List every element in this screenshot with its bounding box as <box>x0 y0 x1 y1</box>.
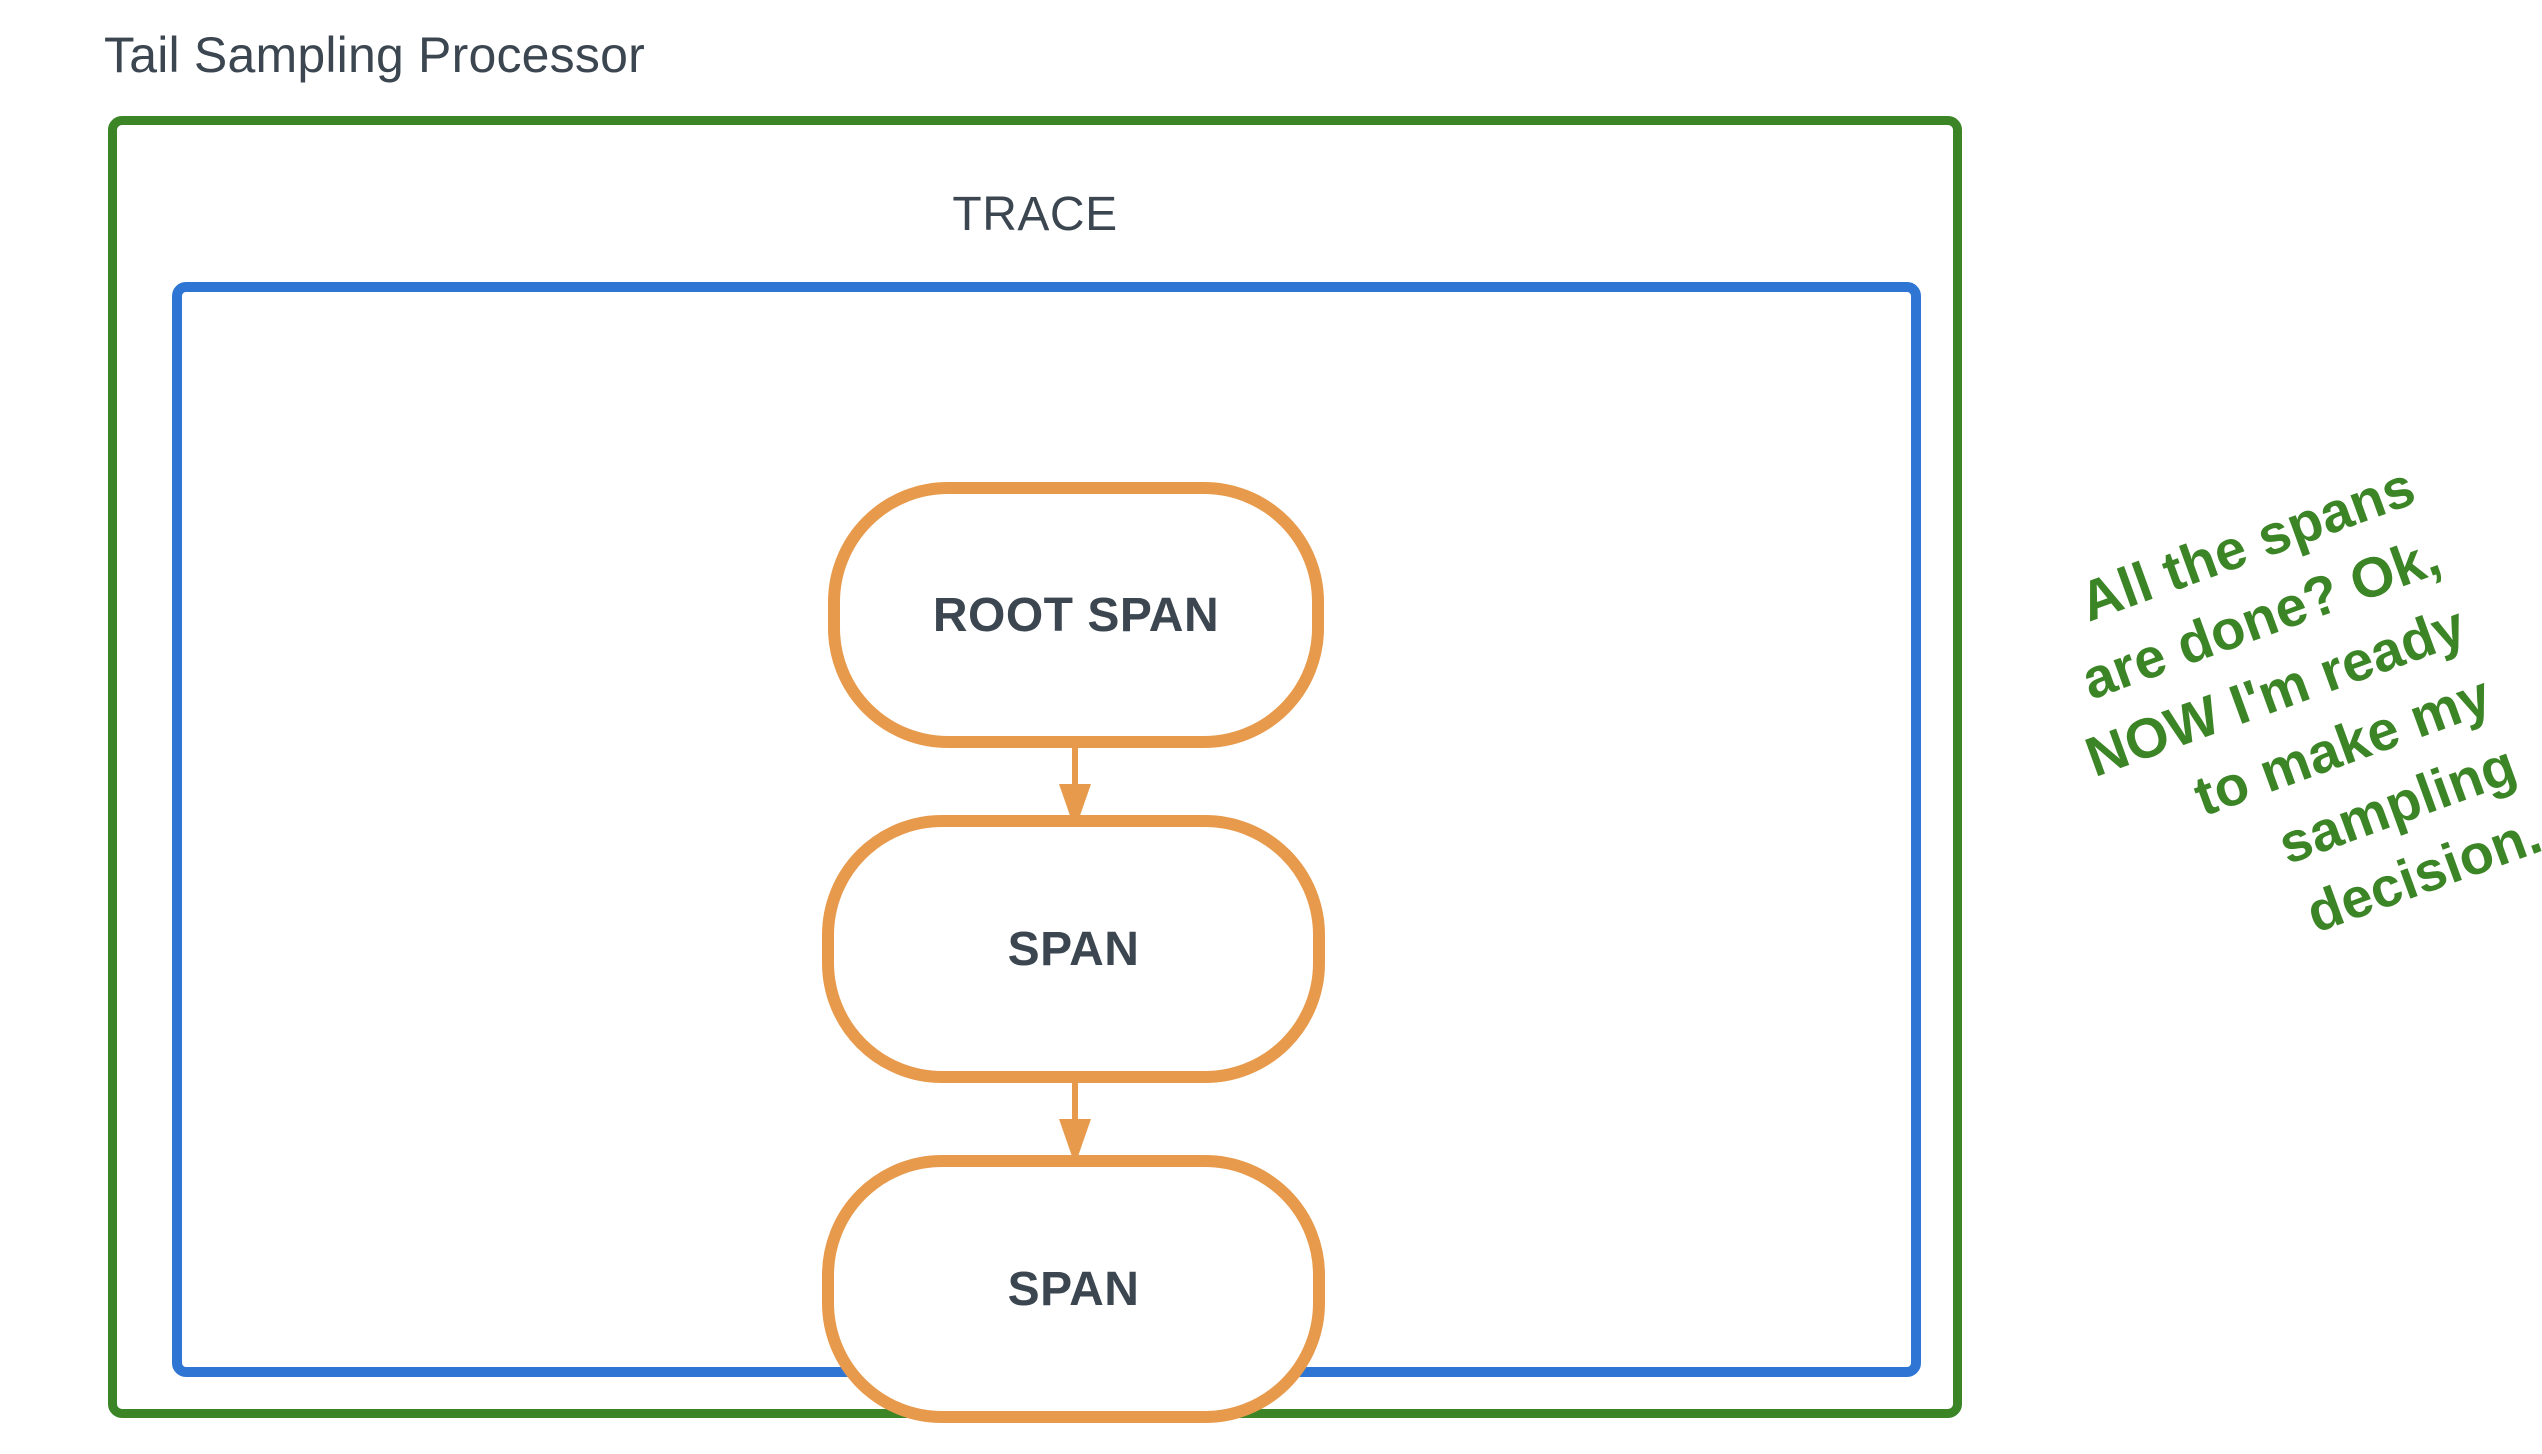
page-title: Tail Sampling Processor <box>104 27 645 83</box>
sampling-decision-annotation: All the spans are done? Ok, NOW I'm read… <box>1949 449 2542 1030</box>
span-node-root[interactable]: ROOT SPAN <box>828 482 1324 748</box>
span-node-label: SPAN <box>1007 922 1140 976</box>
span-node-label: SPAN <box>1007 1262 1140 1316</box>
arrow-down-icon <box>1055 1081 1095 1165</box>
span-node-child-2[interactable]: SPAN <box>822 1155 1325 1423</box>
arrow-down-icon <box>1055 746 1095 830</box>
trace-label: TRACE <box>952 188 1118 241</box>
tail-sampling-processor-container: TRACE ROOT SPAN SPAN S <box>108 116 1962 1423</box>
trace-container: ROOT SPAN SPAN SPAN <box>172 282 1921 1423</box>
span-node-label: ROOT SPAN <box>932 588 1220 642</box>
span-node-child-1[interactable]: SPAN <box>822 815 1325 1083</box>
